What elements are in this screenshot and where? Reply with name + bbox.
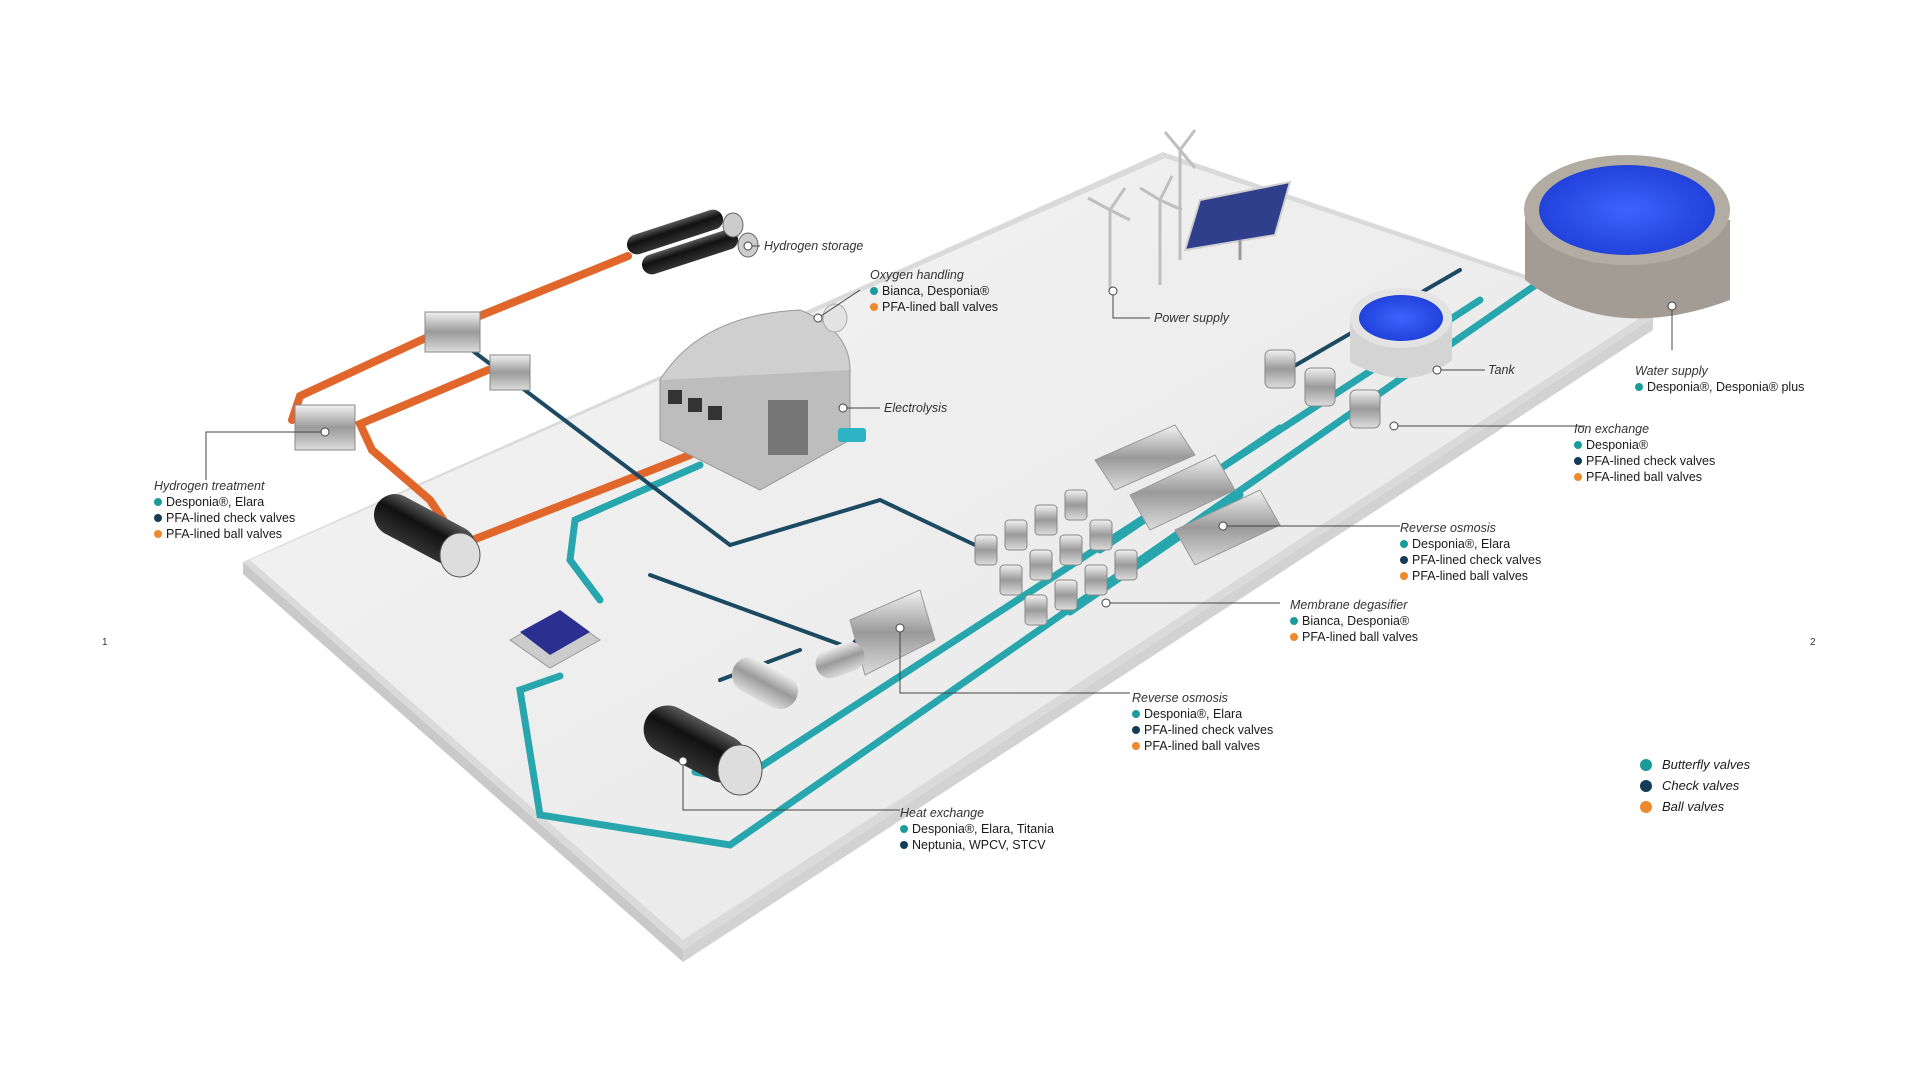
ball-dot-icon bbox=[1574, 473, 1582, 481]
ball-dot-icon bbox=[1290, 633, 1298, 641]
callout-title: Reverse osmosis bbox=[1132, 691, 1228, 705]
callout-title: Heat exchange bbox=[900, 806, 985, 820]
callout-item: Neptunia, WPCV, STCV bbox=[912, 838, 1046, 852]
ball-dot-icon bbox=[154, 530, 162, 538]
ball-dot-icon bbox=[870, 303, 878, 311]
check-dot-icon bbox=[154, 514, 162, 522]
callout-item: PFA-lined ball valves bbox=[1302, 630, 1419, 644]
callout-item: PFA-lined check valves bbox=[1586, 454, 1716, 468]
callout-hydrogen-treatment: Hydrogen treatment Desponia®, Elara PFA-… bbox=[154, 478, 295, 542]
callout-item: Bianca, Desponia® bbox=[882, 284, 990, 298]
ball-dot-icon bbox=[1400, 572, 1408, 580]
legend-label: Butterfly valves bbox=[1662, 757, 1751, 772]
hydrogen-storage-tanks bbox=[626, 209, 759, 275]
callout-item: PFA-lined check valves bbox=[1412, 553, 1542, 567]
power-supply-label: Power supply bbox=[1154, 311, 1230, 325]
callout-title: Water supply bbox=[1635, 364, 1708, 378]
callout-title: Reverse osmosis bbox=[1400, 521, 1496, 535]
legend-dot-icon bbox=[1640, 758, 1652, 771]
power-supply-equipment bbox=[1087, 129, 1197, 290]
callout-heat-exchange: Heat exchange Desponia®, Elara, Titania … bbox=[900, 805, 1054, 853]
butterfly-dot-icon bbox=[870, 287, 878, 295]
hydrogen-storage-label: Hydrogen storage bbox=[764, 239, 864, 253]
callout-title: Membrane degasifier bbox=[1290, 598, 1408, 612]
tank-label: Tank bbox=[1488, 363, 1515, 377]
callout-item: PFA-lined check valves bbox=[1144, 723, 1274, 737]
legend-dot-icon bbox=[1640, 779, 1652, 792]
callout-item: Desponia®, Elara bbox=[1144, 707, 1243, 721]
callout-title: Hydrogen treatment bbox=[154, 479, 265, 493]
butterfly-dot-icon bbox=[1290, 617, 1298, 625]
heat-exchangers bbox=[373, 494, 865, 796]
hydrogen-treatment-units bbox=[294, 311, 531, 451]
water-reservoir bbox=[1524, 155, 1730, 319]
callout-reverse-osmosis-upper: Reverse osmosis Desponia®, Elara PFA-lin… bbox=[1400, 520, 1541, 584]
callout-item: Desponia®, Elara, Titania bbox=[912, 822, 1054, 836]
callout-item: Desponia®, Elara bbox=[166, 495, 265, 509]
callout-item: Desponia®, Elara bbox=[1412, 537, 1511, 551]
ball-dot-icon bbox=[1132, 742, 1140, 750]
reverse-osmosis-racks bbox=[849, 424, 1281, 676]
callout-item: Bianca, Desponia® bbox=[1302, 614, 1410, 628]
valve-legend: Butterfly valves Check valves Ball valve… bbox=[1640, 754, 1750, 817]
ion-exchange-vessels bbox=[1264, 349, 1381, 429]
check-dot-icon bbox=[1132, 726, 1140, 734]
callout-item: PFA-lined ball valves bbox=[882, 300, 999, 314]
leader-lines bbox=[205, 245, 1673, 811]
check-dot-icon bbox=[1574, 457, 1582, 465]
electrolysis-label: Electrolysis bbox=[884, 401, 948, 415]
butterfly-dot-icon bbox=[900, 825, 908, 833]
solar-panel bbox=[1183, 180, 1292, 260]
legend-dot-icon bbox=[1640, 800, 1652, 813]
membrane-degasifier bbox=[974, 489, 1138, 626]
page-number-right: 2 bbox=[1810, 637, 1816, 648]
callout-item: Desponia® bbox=[1586, 438, 1649, 452]
legend-item-ball: Ball valves bbox=[1640, 796, 1750, 817]
butterfly-dot-icon bbox=[1574, 441, 1582, 449]
callout-item: PFA-lined ball valves bbox=[1412, 569, 1529, 583]
callout-item: PFA-lined ball valves bbox=[166, 527, 283, 541]
callout-item: Desponia®, Desponia® plus bbox=[1647, 380, 1805, 394]
callout-title: Ion exchange bbox=[1574, 422, 1650, 436]
panel-stack bbox=[509, 610, 601, 669]
callout-reverse-osmosis-lower: Reverse osmosis Desponia®, Elara PFA-lin… bbox=[1132, 690, 1273, 754]
callout-water-supply: Water supply Desponia®, Desponia® plus bbox=[1635, 363, 1804, 395]
callout-title: Oxygen handling bbox=[870, 268, 964, 282]
check-dot-icon bbox=[900, 841, 908, 849]
callout-item: PFA-lined ball valves bbox=[1586, 470, 1703, 484]
butterfly-dot-icon bbox=[154, 498, 162, 506]
callout-ion-exchange: Ion exchange Desponia® PFA-lined check v… bbox=[1574, 421, 1715, 485]
legend-item-butterfly: Butterfly valves bbox=[1640, 754, 1750, 775]
legend-item-check: Check valves bbox=[1640, 775, 1750, 796]
legend-label: Check valves bbox=[1662, 778, 1740, 793]
callout-membrane-degasifier: Membrane degasifier Bianca, Desponia® PF… bbox=[1290, 597, 1418, 645]
butterfly-dot-icon bbox=[1635, 383, 1643, 391]
legend-label: Ball valves bbox=[1662, 799, 1725, 814]
butterfly-dot-icon bbox=[1132, 710, 1140, 718]
electrolysis-building bbox=[659, 303, 866, 491]
leader-dots bbox=[320, 241, 1677, 766]
callout-item: PFA-lined ball valves bbox=[1144, 739, 1261, 753]
callout-oxygen-handling: Oxygen handling Bianca, Desponia® PFA-li… bbox=[870, 267, 998, 315]
tank bbox=[1350, 288, 1452, 379]
check-dot-icon bbox=[1400, 556, 1408, 564]
callout-item: PFA-lined check valves bbox=[166, 511, 296, 525]
butterfly-dot-icon bbox=[1400, 540, 1408, 548]
page-number-left: 1 bbox=[102, 637, 108, 648]
